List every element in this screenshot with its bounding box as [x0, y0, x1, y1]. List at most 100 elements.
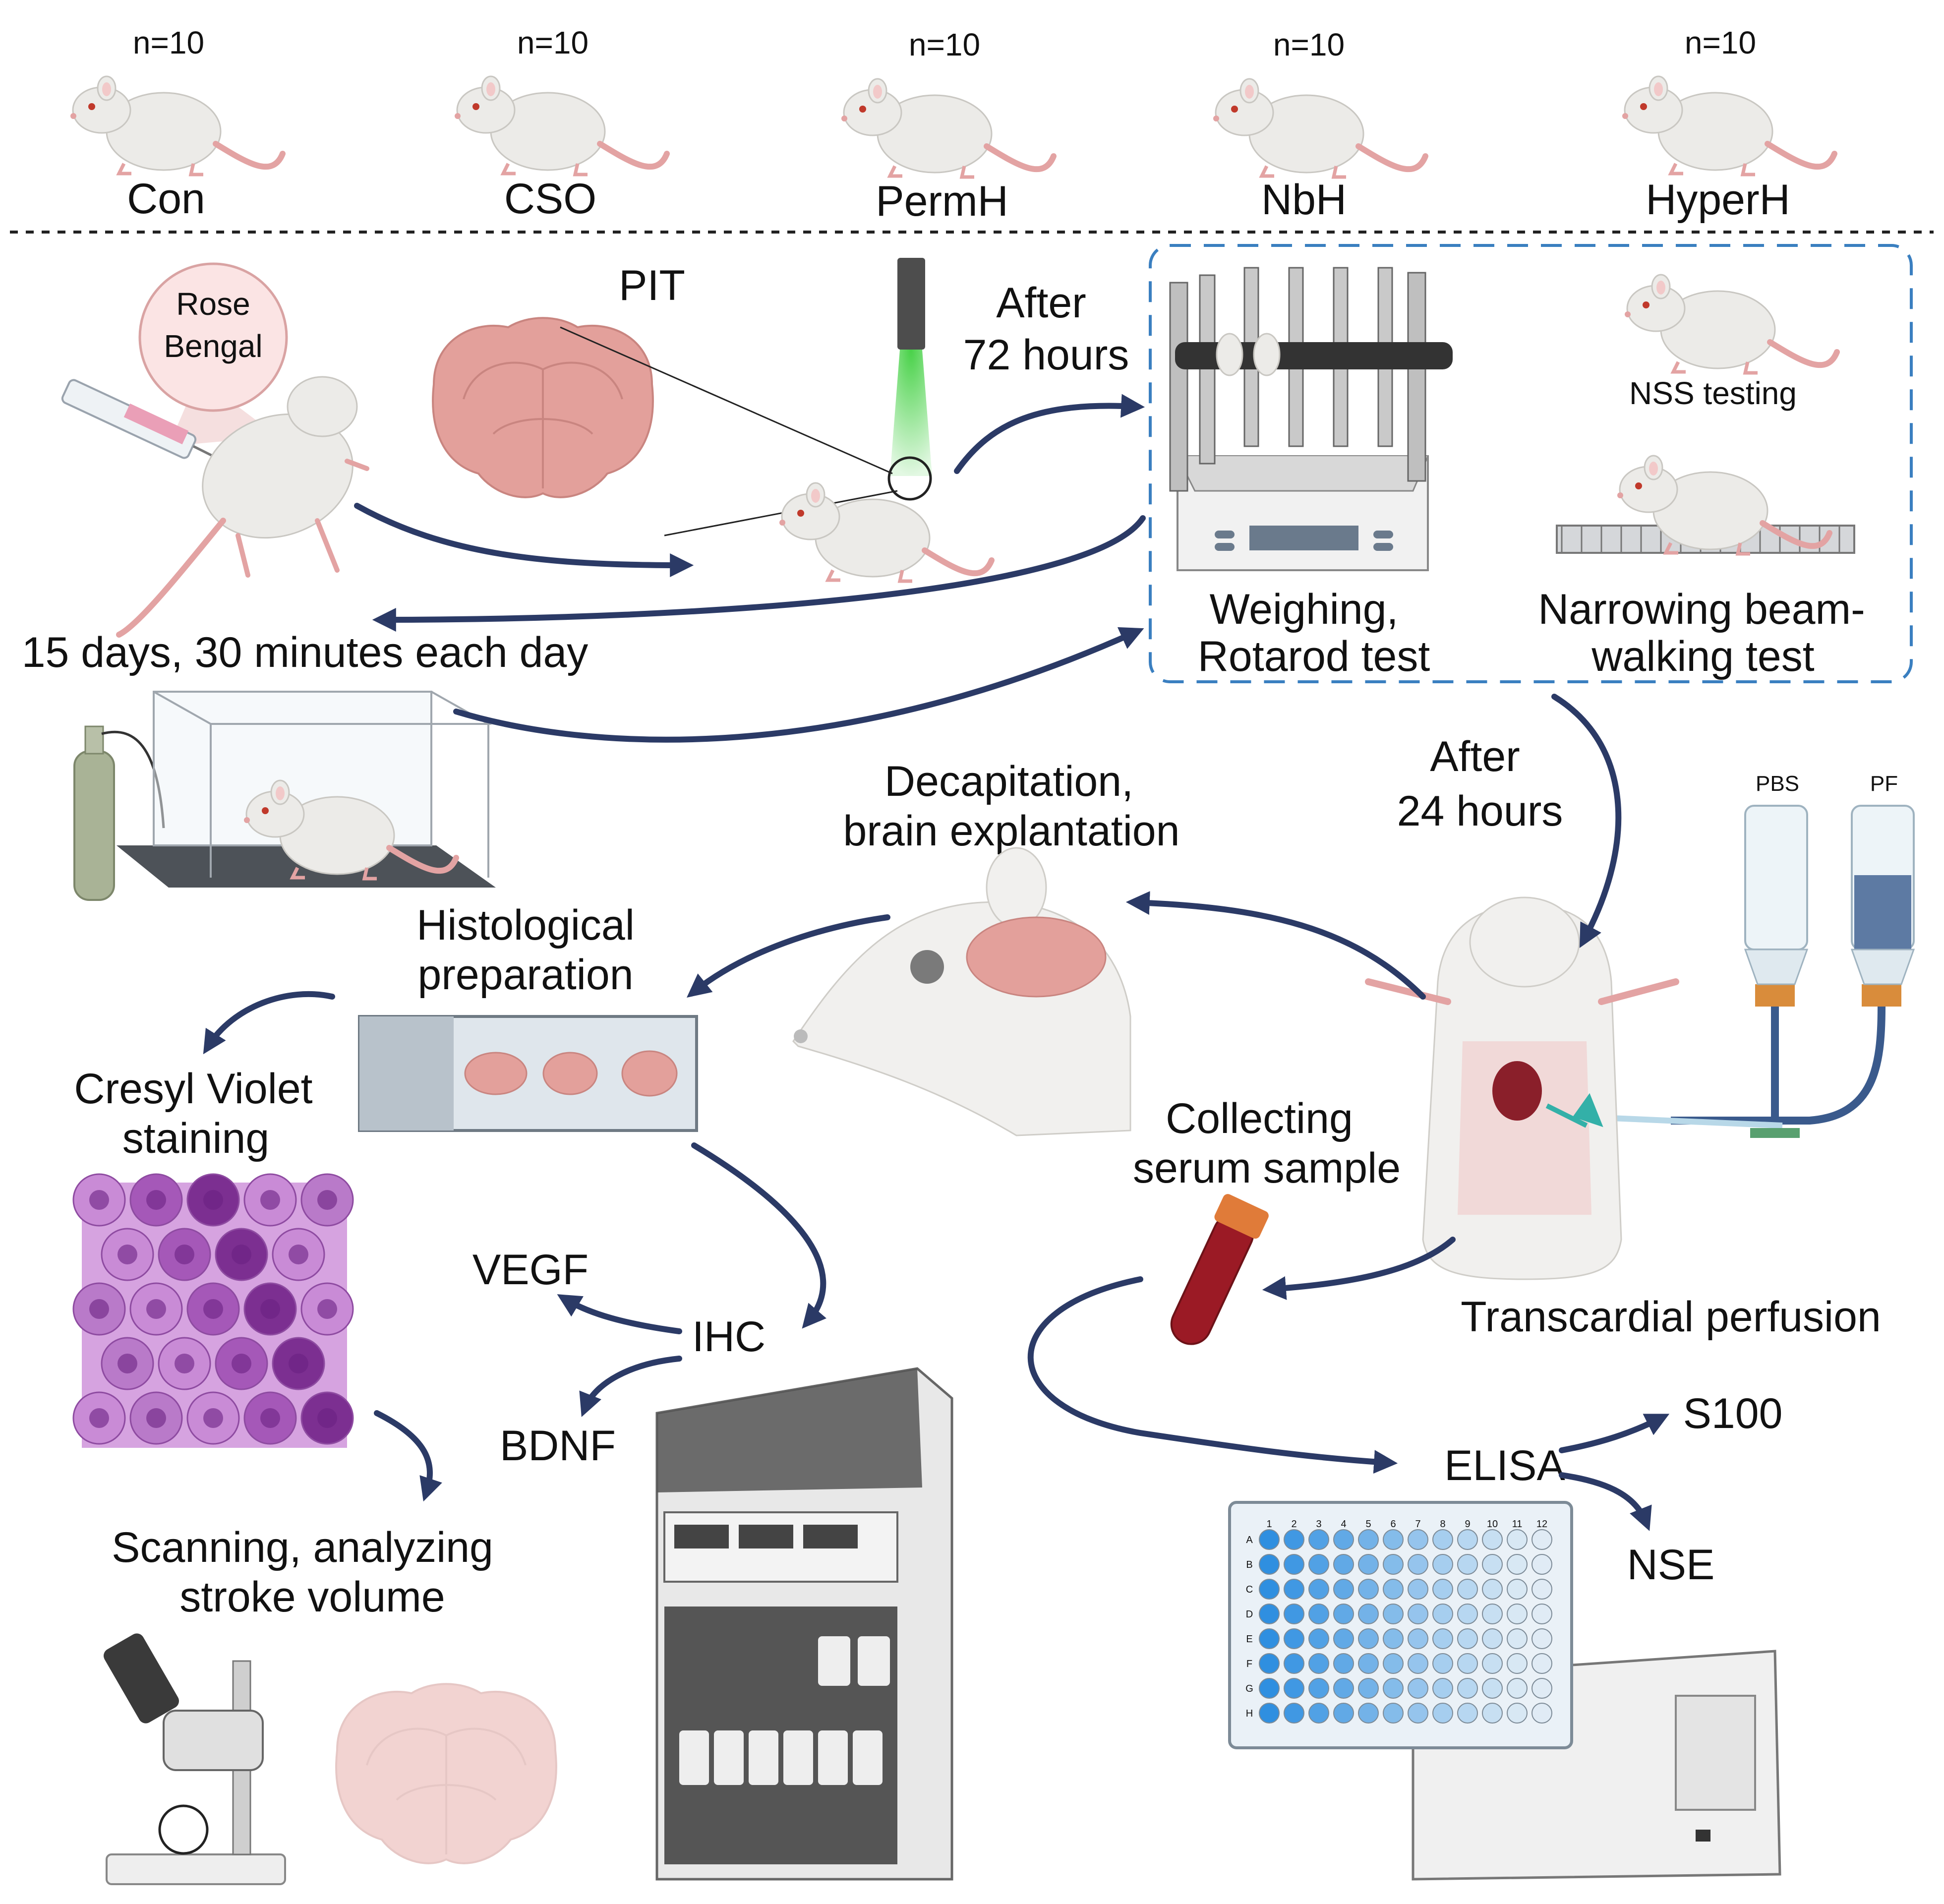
arrow-elisa-to-s100 — [1559, 1414, 1670, 1453]
bubble-line2: Bengal — [164, 328, 262, 364]
scanning-line1: Scanning, analyzing — [112, 1524, 493, 1571]
beam-line1: Narrowing beam- — [1538, 586, 1865, 633]
plate-well — [1457, 1703, 1478, 1724]
plate-well — [1259, 1628, 1280, 1649]
cell-nucleus — [89, 1190, 109, 1210]
rat-icon — [455, 76, 667, 175]
arrow-injection-to-pit — [354, 503, 694, 577]
plate-well — [1333, 1653, 1354, 1674]
plate-col-label: 2 — [1291, 1519, 1296, 1530]
pbs-bottle-icon — [1744, 805, 1809, 1007]
group-hyperh: n=10 HyperH — [1622, 25, 1834, 224]
plate-well — [1432, 1678, 1453, 1699]
cell-nucleus — [118, 1245, 137, 1264]
rat-icon — [841, 79, 1054, 177]
cresyl-line2: staining — [122, 1115, 269, 1162]
plate-well — [1358, 1628, 1379, 1649]
plate-well — [1532, 1529, 1552, 1550]
cell-nucleus — [289, 1354, 308, 1373]
serum-line2: serum sample — [1133, 1144, 1401, 1192]
plate-well — [1408, 1554, 1428, 1575]
chamber-scene — [73, 691, 496, 901]
plate-well — [1457, 1554, 1478, 1575]
plate-well — [1284, 1529, 1304, 1550]
plate-well — [1457, 1628, 1478, 1649]
plate-well — [1457, 1678, 1478, 1699]
bubble-line1: Rose — [176, 286, 250, 322]
cell-nucleus — [146, 1299, 166, 1319]
group-label: CSO — [504, 175, 596, 223]
serum-line1: Collecting — [1166, 1095, 1353, 1142]
plate-well — [1432, 1703, 1453, 1724]
cell-nucleus — [289, 1245, 308, 1264]
plate-well — [1507, 1628, 1528, 1649]
plate-well — [1457, 1653, 1478, 1674]
plate-col-label: 4 — [1341, 1519, 1346, 1530]
cell-nucleus — [175, 1245, 194, 1264]
rat-icon — [70, 76, 283, 175]
plate-well — [1383, 1554, 1404, 1575]
plate-col-label: 6 — [1390, 1519, 1396, 1530]
plate-well — [1507, 1678, 1528, 1699]
plate-well — [1383, 1678, 1404, 1699]
plate-well — [1383, 1579, 1404, 1600]
plate-col-label: 9 — [1465, 1519, 1470, 1530]
plate-col-label: 8 — [1440, 1519, 1445, 1530]
plate-well — [1507, 1579, 1528, 1600]
rat-perfused-icon — [1365, 896, 1679, 1280]
plate-well — [1308, 1554, 1329, 1575]
cell-nucleus — [317, 1190, 337, 1210]
rat-icon — [1622, 76, 1834, 175]
plate-well — [1408, 1703, 1428, 1724]
plate-well — [1333, 1604, 1354, 1624]
brain-section-icon — [432, 317, 654, 498]
gas-cylinder-icon — [73, 725, 165, 901]
behaviour-box — [1149, 244, 1913, 683]
plate-well — [1308, 1703, 1329, 1724]
plate-well — [1432, 1579, 1453, 1600]
pbs-label: PBS — [1756, 772, 1799, 796]
histology-line1: Histological — [416, 901, 635, 949]
after24-line1: After — [1430, 733, 1520, 780]
cell-nucleus — [232, 1354, 251, 1373]
plate-well — [1284, 1579, 1304, 1600]
rat-icon — [779, 483, 992, 581]
plate-well — [1507, 1554, 1528, 1575]
cell-nucleus — [260, 1299, 280, 1319]
plate-well — [1532, 1554, 1552, 1575]
plate-well — [1308, 1653, 1329, 1674]
plate-well — [1383, 1628, 1404, 1649]
group-con: n=10 Con — [70, 25, 283, 223]
plate-col-label: 10 — [1487, 1519, 1498, 1530]
group-n: n=10 — [1685, 25, 1756, 60]
plate-well — [1457, 1604, 1478, 1624]
arrow-perfusion-to-serum — [1262, 1237, 1456, 1300]
laser-scene — [560, 258, 992, 581]
plate-well — [1532, 1604, 1552, 1624]
plate-well — [1333, 1678, 1354, 1699]
arrow-perfusion-to-decap — [1125, 891, 1426, 1000]
group-label: Con — [127, 175, 205, 223]
group-n: n=10 — [133, 25, 204, 60]
plate-well — [1358, 1678, 1379, 1699]
rotarod-line2: Rotarod test — [1198, 633, 1430, 680]
plate-well — [1333, 1628, 1354, 1649]
arrow-histology-to-cresyl — [203, 991, 335, 1055]
plate-well — [1507, 1529, 1528, 1550]
plate-well — [1308, 1529, 1329, 1550]
decap-line2: brain explantation — [843, 807, 1180, 855]
plate-well — [1333, 1579, 1354, 1600]
cell-nucleus — [203, 1299, 223, 1319]
s100-label: S100 — [1683, 1390, 1783, 1437]
plate-well — [1482, 1529, 1503, 1550]
plate-well — [1482, 1703, 1503, 1724]
group-row: n=10 Con n=10 CSO n=10 PermH n=10 NbH n=… — [70, 25, 1834, 225]
plate-well — [1383, 1653, 1404, 1674]
plate-well — [1259, 1703, 1280, 1724]
plate-well — [1532, 1628, 1552, 1649]
perfusion-scene: PBS PF — [1365, 772, 1915, 1280]
histology-line2: preparation — [417, 951, 633, 999]
cell-nucleus — [260, 1408, 280, 1428]
